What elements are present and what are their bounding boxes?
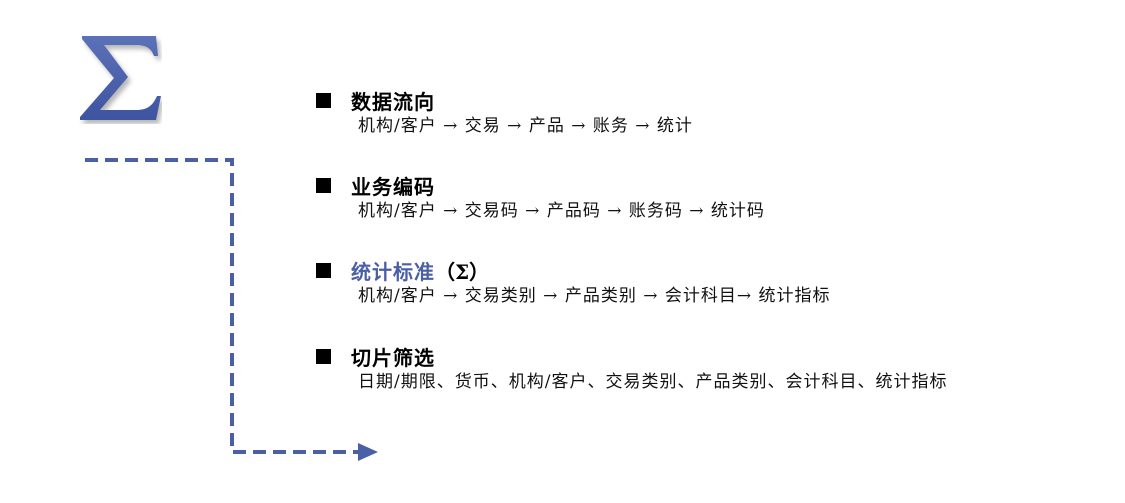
section-heading: 切片筛选	[351, 345, 435, 370]
section-description: 机构/客户 → 交易码 → 产品码 → 账务码 → 统计码	[358, 201, 765, 221]
section-data-flow: 数据流向 机构/客户 → 交易 → 产品 → 账务 → 统计	[316, 86, 693, 138]
section-header: 切片筛选	[316, 342, 947, 370]
section-header: 统计标准 （Σ）	[316, 256, 831, 284]
square-bullet-icon	[316, 92, 331, 108]
square-bullet-icon	[316, 348, 331, 364]
section-slice-filter: 切片筛选 日期/期限、货币、机构/客户、交易类别、产品类别、会计科目、统计指标	[316, 342, 947, 394]
section-header: 数据流向	[316, 86, 693, 114]
section-description: 日期/期限、货币、机构/客户、交易类别、产品类别、会计科目、统计指标	[358, 372, 948, 392]
sigma-icon	[80, 36, 161, 120]
section-heading: 数据流向	[351, 89, 435, 114]
section-heading: 业务编码	[351, 174, 435, 199]
arrowhead-icon	[358, 443, 378, 461]
section-statistical-standard: 统计标准 （Σ） 机构/客户 → 交易类别 → 产品类别 → 会计科目→ 统计指…	[316, 256, 831, 308]
section-description: 机构/客户 → 交易 → 产品 → 账务 → 统计	[358, 116, 693, 136]
square-bullet-icon	[316, 262, 331, 278]
section-header: 业务编码	[316, 171, 765, 199]
flow-connector-arrow	[85, 158, 378, 461]
section-heading: 统计标准	[351, 259, 435, 284]
section-description: 机构/客户 → 交易类别 → 产品类别 → 会计科目→ 统计指标	[358, 286, 831, 306]
square-bullet-icon	[316, 177, 331, 193]
section-heading-suffix: （Σ）	[435, 259, 490, 284]
section-business-coding: 业务编码 机构/客户 → 交易码 → 产品码 → 账务码 → 统计码	[316, 171, 765, 223]
